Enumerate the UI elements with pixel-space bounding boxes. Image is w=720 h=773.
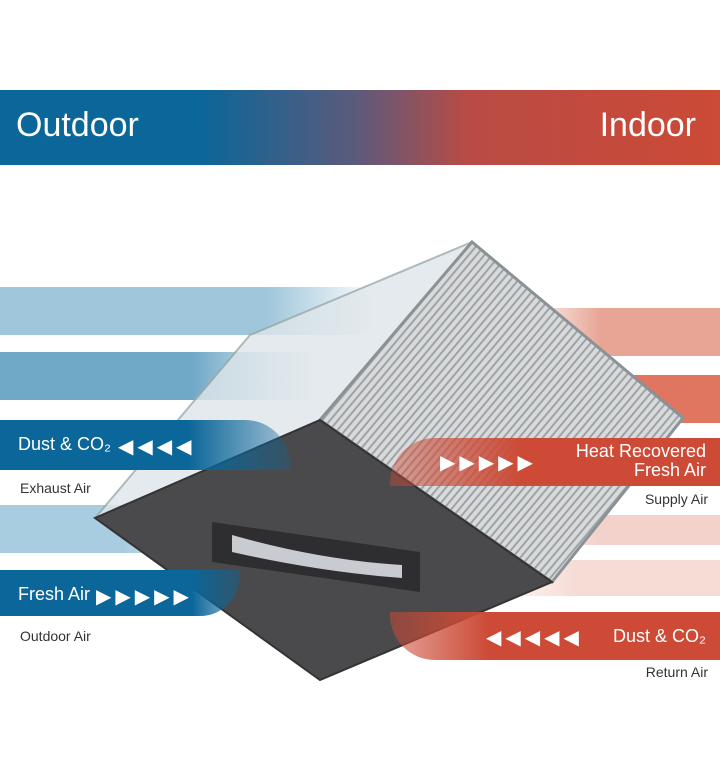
- fresh-air-band: [0, 570, 240, 616]
- fresh-air-label: Fresh Air: [18, 584, 91, 604]
- left-arrows-icon: ◀◀◀◀◀: [486, 627, 583, 649]
- return-sub: Return Air: [645, 664, 708, 680]
- supply-band: [390, 438, 720, 486]
- right-arrows-icon: ▶▶▶▶▶: [440, 452, 537, 474]
- supply-sub: Supply Air: [644, 491, 708, 507]
- outdoor-title: Outdoor: [16, 106, 139, 144]
- indoor-title: Indoor: [599, 106, 696, 144]
- supply-label-1: Heat Recovered: [575, 441, 706, 461]
- exhaust-band: [0, 420, 290, 470]
- outdoor-air-sub: Outdoor Air: [20, 628, 91, 644]
- left-arrows-icon: ◀◀◀◀: [118, 436, 196, 458]
- exhaust-sub: Exhaust Air: [20, 480, 91, 496]
- outdoor-indoor-banner: Outdoor Indoor: [0, 90, 720, 165]
- handle-icon: [212, 522, 420, 592]
- exhaust-label: Dust & CO₂: [18, 434, 112, 454]
- return-band: [390, 612, 720, 660]
- supply-label-2: Fresh Air: [633, 460, 706, 480]
- return-label: Dust & CO₂: [612, 626, 706, 646]
- right-arrows-icon: ▶▶▶▶▶: [96, 586, 193, 608]
